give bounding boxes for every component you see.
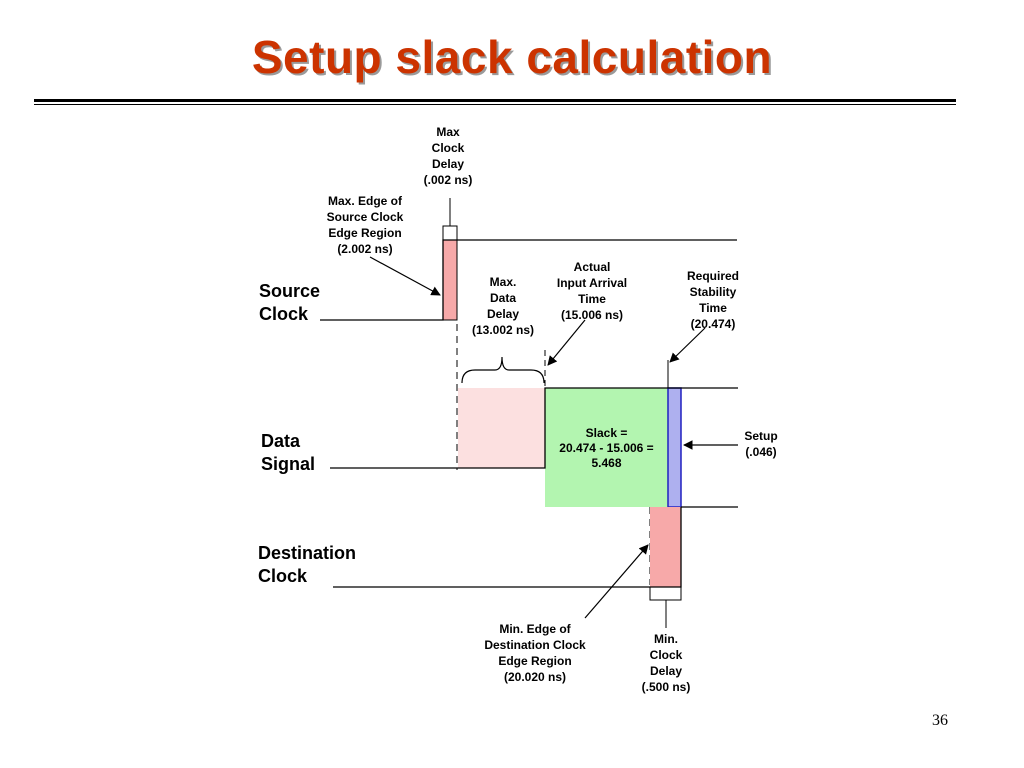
data-delay-region	[458, 388, 545, 468]
destination-clock-waveform	[333, 507, 682, 588]
destination-clock-label: Destination Clock	[258, 543, 357, 586]
setup-region	[667, 387, 682, 508]
page-number: 36	[932, 712, 948, 729]
data-signal-waveform	[330, 387, 738, 469]
source-clock-label: Source Clock	[259, 281, 321, 324]
source-edge-arrow	[369, 256, 441, 296]
destination-clock-edge-region	[650, 507, 681, 587]
data-signal-label: Data Signal	[261, 431, 316, 474]
min-edge-destination-note: Min. Edge of Destination Clock Edge Regi…	[484, 622, 586, 684]
slack-note: Slack = 20.474 - 15.006 = 5.468	[559, 426, 654, 470]
max-data-delay-brace	[461, 356, 545, 384]
max-clock-delay-note: Max Clock Delay (.002 ns)	[423, 125, 473, 187]
arrival-time-arrow	[547, 319, 586, 366]
title-rule-thick	[34, 99, 956, 102]
title-rule-thin	[34, 104, 956, 105]
slide-title: Setup slack calculation	[251, 31, 773, 83]
min-clock-delay-note: Min. Clock Delay (.500 ns)	[641, 632, 691, 694]
required-time-arrow	[669, 327, 706, 363]
source-clock-waveform	[320, 239, 737, 321]
required-stability-note: Required Stability Time (20.474)	[686, 269, 739, 331]
source-clock-edge-region	[442, 239, 458, 321]
max-clock-delay-bracket	[442, 198, 458, 240]
max-edge-source-note: Max. Edge of Source Clock Edge Region (2…	[326, 194, 404, 256]
setup-note: Setup (.046)	[744, 429, 778, 459]
destination-edge-arrow	[584, 544, 649, 619]
max-data-delay-note: Max. Data Delay (13.002 ns)	[471, 275, 535, 337]
min-clock-delay-bracket	[649, 587, 682, 628]
slack-region	[545, 388, 668, 507]
actual-arrival-note: Actual Input Arrival Time (15.006 ns)	[556, 260, 628, 322]
